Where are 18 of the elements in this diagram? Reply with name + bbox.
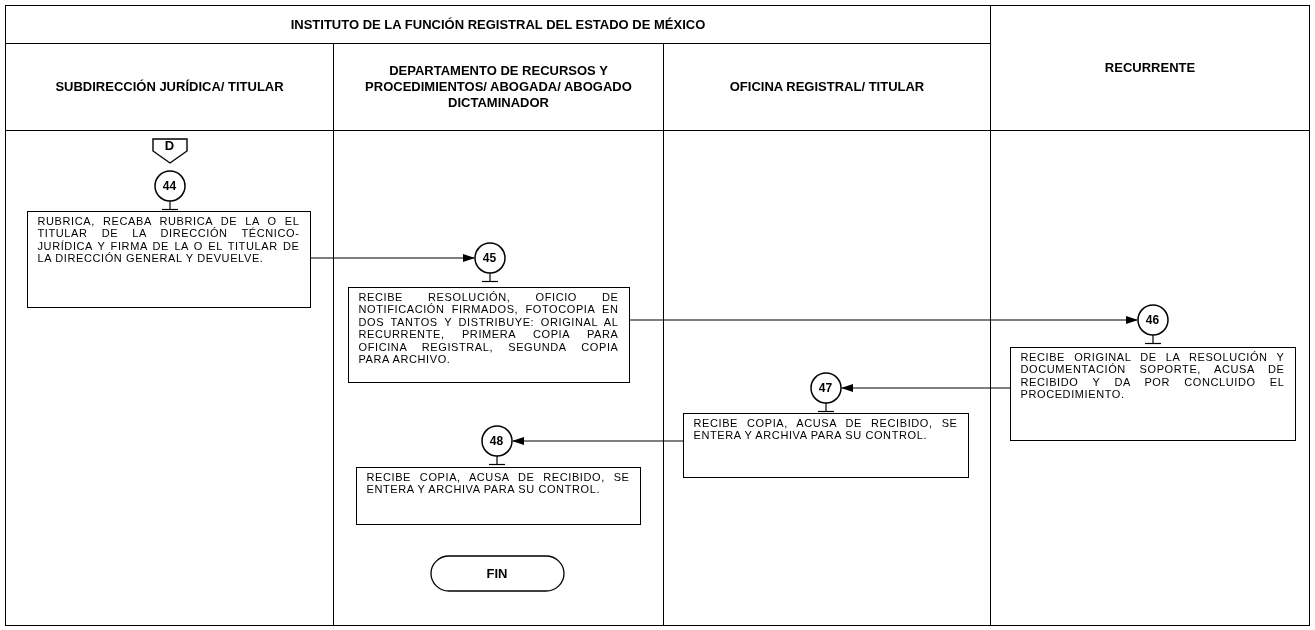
process-box: RUBRICA, RECABA RUBRICA DE LA O EL TITULAR DE LA DIRECCIÓN TÉCNICO-JURÍDICA Y FIRMA DE LA O EL TITULAR DE LA DIRECCIÓN GENERAL Y DEVUELVE. <box>26 210 311 308</box>
institution-title: INSTITUTO DE LA FUNCIÓN REGISTRAL DEL ESTADO DE MÉXICO <box>5 5 991 44</box>
process-box: RECIBE COPIA, ACUSA DE RECIBIDO, SE ENTERA Y ARCHIVA PARA SU CONTROL. <box>682 412 969 478</box>
process-box: RECIBE ORIGINAL DE LA RESOLUCIÓN Y DOCUMENTACIÓN SOPORTE, ACUSA DE RECIBIDO Y DA POR CONCLUIDO EL PROCEDIMIENTO. <box>1009 346 1296 441</box>
arrow <box>310 254 475 262</box>
process-box: RECIBE COPIA, ACUSA DE RECIBIDO, SE ENTERA Y ARCHIVA PARA SU CONTROL. <box>355 466 641 525</box>
arrow <box>512 437 684 445</box>
process-box: RECIBE RESOLUCIÓN, OFICIO DE NOTIFICACIÓN FIRMADOS, FOTOCOPIA EN DOS TANTOS Y DISTRIBUYE: ORIGINAL AL RECURRENTE, PRIMERA COPIA PARA OFICINA REGISTRAL, SEGUNDA COPIA PARA ARCHIVO. <box>347 286 630 383</box>
terminator-pill: FIN <box>429 554 565 592</box>
lane-header: SUBDIRECCIÓN JURÍDICA/ TITULAR <box>55 79 284 95</box>
lane-header: OFICINA REGISTRAL/ TITULAR <box>729 79 925 95</box>
swimlane <box>5 43 334 626</box>
off-page-connector: D <box>151 137 188 164</box>
lane-header: DEPARTAMENTO DE RECURSOS Y PROCEDIMIENTOS/ ABOGADA/ ABOGADO DICTAMINADOR <box>364 63 633 111</box>
arrow <box>841 384 1011 392</box>
swimlane <box>990 5 1310 626</box>
lane-header: RECURRENTE <box>1104 60 1196 76</box>
arrow <box>629 316 1138 324</box>
